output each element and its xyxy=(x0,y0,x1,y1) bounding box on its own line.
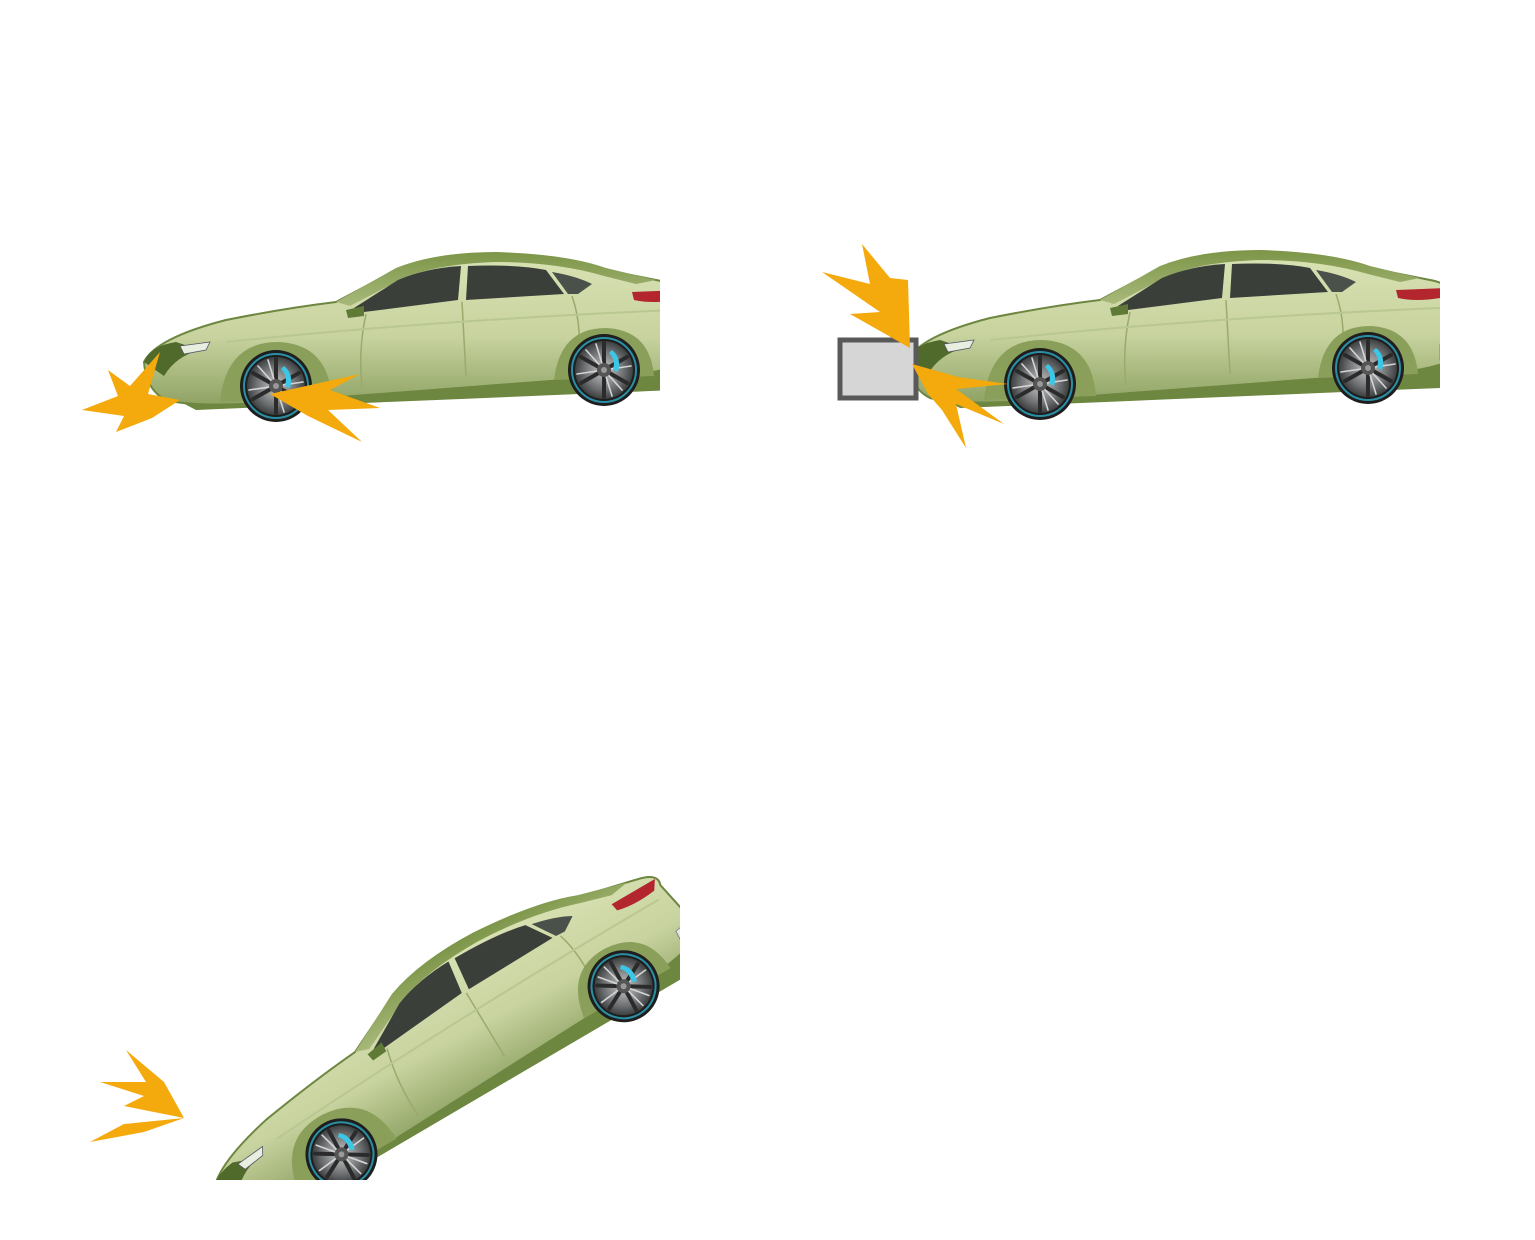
scene-front-impact xyxy=(60,200,660,480)
car-illustration xyxy=(144,252,660,422)
impact-burst-icon xyxy=(90,1050,184,1142)
impact-burst-icon xyxy=(270,374,380,442)
scene-object-impact xyxy=(800,200,1440,480)
tilted-impact-illustration xyxy=(90,800,680,1180)
object-impact-illustration xyxy=(822,244,1440,448)
obstacle-box xyxy=(837,337,919,401)
impact-burst-icon xyxy=(82,352,180,432)
impact-burst-icon xyxy=(822,244,910,348)
scene-tilted-impact xyxy=(60,800,680,1180)
car-illustration xyxy=(908,250,1440,420)
front-impact-illustration xyxy=(82,200,660,442)
impact-burst-icon xyxy=(912,364,1008,448)
car-illustration xyxy=(162,839,680,1180)
